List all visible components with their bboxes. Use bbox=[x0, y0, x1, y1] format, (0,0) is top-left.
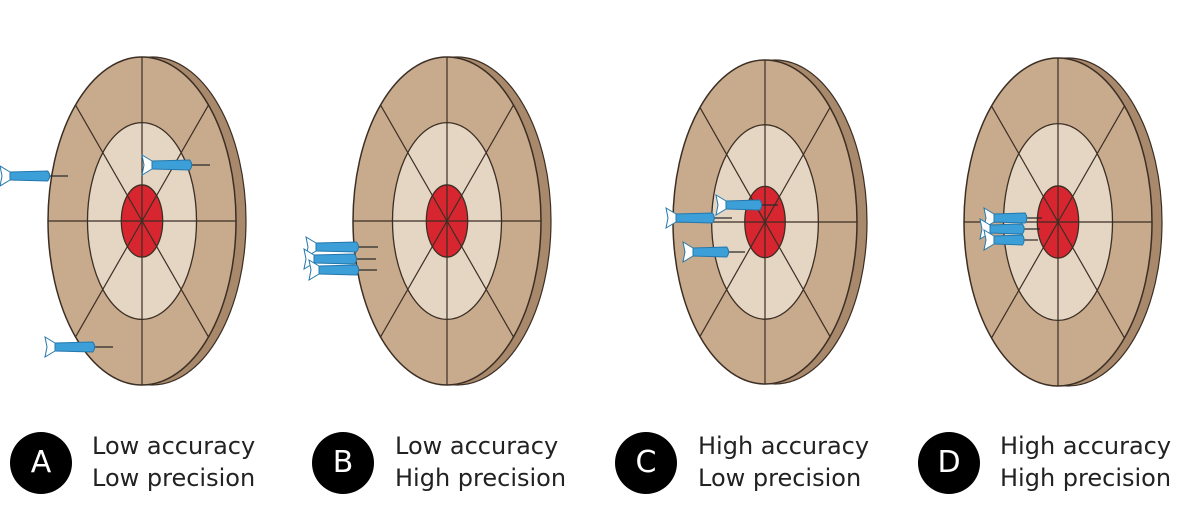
dart-flight bbox=[665, 206, 677, 230]
dart-flight bbox=[308, 258, 320, 282]
dartboard-group bbox=[963, 57, 1163, 387]
dart-flight bbox=[0, 165, 11, 187]
dartboard-group bbox=[672, 59, 868, 385]
section-line bbox=[75, 220, 143, 338]
dartboard-b bbox=[303, 56, 552, 386]
dart-barrel bbox=[9, 170, 51, 182]
section-line bbox=[1057, 105, 1125, 223]
section-line bbox=[699, 221, 766, 337]
dart-barrel bbox=[313, 253, 357, 265]
dart bbox=[715, 193, 778, 217]
label-d-precision: High precision bbox=[1000, 464, 1172, 492]
dart bbox=[682, 240, 745, 264]
dart-flight bbox=[141, 153, 153, 177]
section-line bbox=[1057, 221, 1125, 339]
dart-flight bbox=[715, 193, 727, 217]
dart bbox=[141, 153, 210, 177]
section-line bbox=[991, 221, 1059, 339]
badge-d: D bbox=[918, 432, 980, 494]
section-line bbox=[75, 104, 143, 222]
dartboard-a bbox=[0, 56, 247, 386]
label-b-precision: High precision bbox=[395, 464, 567, 492]
label-c-precision: Low precision bbox=[698, 464, 862, 492]
dart-flight bbox=[983, 228, 995, 252]
dart-barrel bbox=[993, 234, 1025, 246]
label-b: Low accuracy High precision bbox=[395, 430, 566, 494]
panel-a: A Low accuracy Low precision bbox=[0, 0, 300, 513]
section-line bbox=[141, 220, 209, 338]
panel-d: D High accuracy High precision bbox=[900, 0, 1200, 513]
dart-flight bbox=[44, 335, 56, 359]
label-a: Low accuracy Low precision bbox=[92, 430, 255, 494]
section-line bbox=[764, 107, 831, 223]
dart-barrel bbox=[989, 223, 1025, 235]
label-d: High accuracy High precision bbox=[1000, 430, 1171, 494]
dart bbox=[0, 165, 68, 187]
dart-barrel bbox=[54, 341, 96, 353]
dartboard-d bbox=[963, 57, 1163, 387]
dart bbox=[44, 335, 113, 359]
dart bbox=[308, 258, 377, 282]
section-line bbox=[764, 221, 831, 337]
dart-barrel bbox=[315, 241, 359, 253]
label-b-accuracy: Low accuracy bbox=[395, 432, 559, 460]
dart-barrel bbox=[692, 246, 730, 258]
dart-barrel bbox=[318, 264, 360, 276]
label-c-accuracy: High accuracy bbox=[698, 432, 870, 460]
dart bbox=[665, 206, 732, 230]
dart-barrel bbox=[725, 199, 763, 211]
dart-barrel bbox=[993, 212, 1028, 224]
badge-c: C bbox=[615, 432, 677, 494]
label-a-accuracy: Low accuracy bbox=[92, 432, 256, 460]
section-line bbox=[380, 220, 448, 338]
dart-flight bbox=[682, 240, 694, 264]
section-line bbox=[446, 104, 514, 222]
dartboard-group bbox=[47, 56, 247, 386]
badge-b: B bbox=[312, 432, 374, 494]
label-a-precision: Low precision bbox=[92, 464, 256, 492]
label-c: High accuracy Low precision bbox=[698, 430, 869, 494]
label-d-accuracy: High accuracy bbox=[1000, 432, 1172, 460]
dartboard-group bbox=[352, 56, 552, 386]
section-line bbox=[380, 104, 448, 222]
dartboard-c bbox=[665, 59, 868, 385]
dart-barrel bbox=[151, 159, 193, 171]
dart bbox=[983, 228, 1038, 252]
panel-c: C High accuracy Low precision bbox=[600, 0, 900, 513]
dart-barrel bbox=[675, 212, 715, 224]
panel-b: B Low accuracy High precision bbox=[300, 0, 600, 513]
section-line bbox=[446, 220, 514, 338]
badge-a: A bbox=[10, 432, 72, 494]
section-line bbox=[991, 105, 1059, 223]
